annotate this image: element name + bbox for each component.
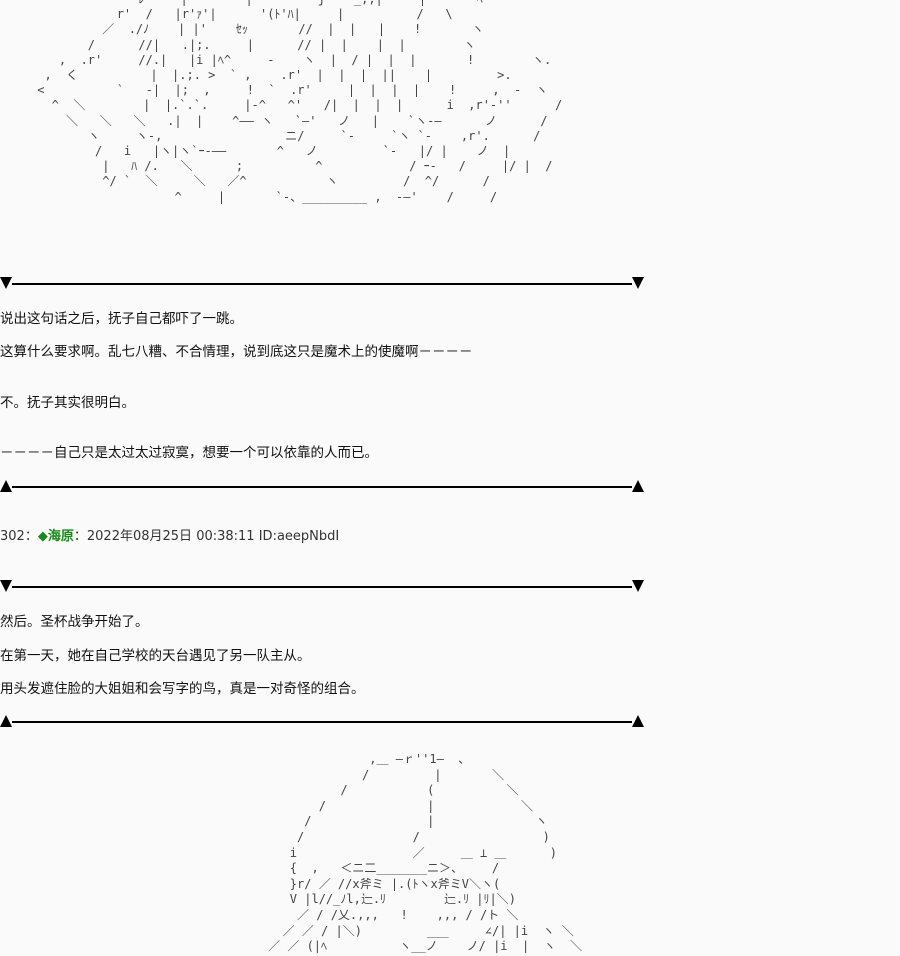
story-line: 这算什么要求啊。乱七八糟、不合情理，说到底这只是魔术上的使魔啊－－－－ xyxy=(0,344,473,360)
triangle-up-icon xyxy=(632,480,644,492)
divider-down-2: ▼━━━━━━━━━━━━━━━━━━━━━━━━━━━━━━━━━━━━━━━… xyxy=(0,579,644,595)
story-line: 在第一天，她在自己学校的天台遇见了另一队主从。 xyxy=(0,648,311,664)
post-header: 302：◆海原：2022年08月25日 00:38:11 ID:aeepNbdI xyxy=(0,528,339,546)
poster-name: 海原 xyxy=(47,529,74,544)
trip-diamond-icon: ◆ xyxy=(37,529,48,544)
divider-down-1: ▼━━━━━━━━━━━━━━━━━━━━━━━━━━━━━━━━━━━━━━━… xyxy=(0,276,644,292)
post-time: 00:38:11 xyxy=(196,529,255,544)
divider-bar xyxy=(12,486,632,488)
triangle-down-icon xyxy=(0,580,12,592)
story-line: 用头发遮住脸的大姐姐和会写字的鸟，真是一对奇怪的组合。 xyxy=(0,681,365,697)
triangle-up-icon xyxy=(0,480,12,492)
post-number[interactable]: 302 xyxy=(0,529,25,544)
post-date: 2022年08月25日 xyxy=(86,529,193,544)
divider-up-2: ▲━━━━━━━━━━━━━━━━━━━━━━━━━━━━━━━━━━━━━━━… xyxy=(0,714,644,730)
separator: ： xyxy=(24,529,38,544)
story-line: 不。抚子其实很明白。 xyxy=(0,395,135,411)
story-line: －－－－自己只是太过太过寂寞，想要一个可以依靠的人而已。 xyxy=(0,445,378,461)
divider-bar xyxy=(12,586,632,588)
triangle-up-icon xyxy=(0,715,12,727)
divider-bar xyxy=(12,283,632,285)
ascii-art-bottom: ,＿ ―ｒ''1― 、 / | ＼ / ( ＼ / | ＼ / | ヽ / xyxy=(268,752,583,954)
story-line: 然后。圣杯战争开始了。 xyxy=(0,614,149,630)
triangle-down-icon xyxy=(632,580,644,592)
poster-id: ID:aeepNbdI xyxy=(258,529,340,544)
separator: ： xyxy=(73,529,87,544)
divider-bar xyxy=(12,721,632,723)
story-line: 说出这句话之后，抚子自己都吓了一跳。 xyxy=(0,311,243,327)
triangle-down-icon xyxy=(0,277,12,289)
divider-up-1: ▲━━━━━━━━━━━━━━━━━━━━━━━━━━━━━━━━━━━━━━━… xyxy=(0,479,644,495)
triangle-down-icon xyxy=(632,277,644,289)
triangle-up-icon xyxy=(632,715,644,727)
ascii-art-top: ﾚ | | ' j _,,| | ﾍ r' / |r'ｧ'| '(ﾄ'ﾊ| | … xyxy=(37,0,563,204)
